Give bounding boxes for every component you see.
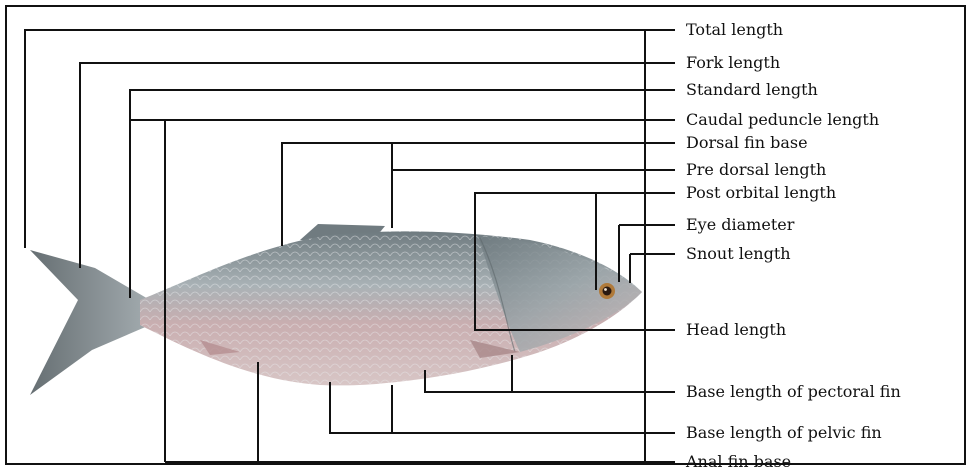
label-post-orbital-length: Post orbital length	[686, 183, 836, 202]
label-head-length: Head length	[686, 320, 786, 339]
label-base-length-pectoral-fin: Base length of pectoral fin	[686, 382, 901, 401]
label-base-length-pelvic-fin: Base length of pelvic fin	[686, 423, 882, 442]
label-dorsal-fin-base: Dorsal fin base	[686, 133, 808, 152]
label-fork-length: Fork length	[686, 53, 780, 72]
fish-illustration	[30, 224, 642, 395]
label-snout-length: Snout length	[686, 244, 791, 263]
label-total-length: Total length	[686, 20, 783, 39]
caudal-fin	[30, 250, 150, 395]
label-standard-length: Standard length	[686, 80, 818, 99]
label-eye-diameter: Eye diameter	[686, 215, 795, 234]
labels: Total length Fork length Standard length…	[685, 20, 901, 470]
label-pre-dorsal-length: Pre dorsal length	[686, 160, 826, 179]
label-caudal-peduncle-length: Caudal peduncle length	[686, 110, 879, 129]
label-anal-fin-base: Anal fin base	[685, 452, 791, 470]
